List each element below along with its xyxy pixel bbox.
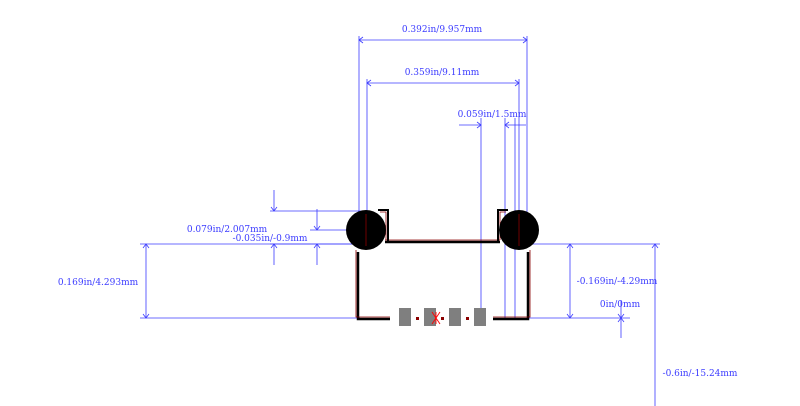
dimension-arrowheads bbox=[142, 36, 659, 323]
pad-offset-label: 0.059in/1.5mm bbox=[458, 110, 527, 120]
bracket-right-outline bbox=[497, 209, 508, 242]
pad-gap-mark bbox=[466, 317, 469, 320]
arrowhead bbox=[142, 243, 150, 249]
hole-silk-marks bbox=[365, 214, 520, 246]
origin-marker bbox=[431, 311, 441, 325]
arrowhead bbox=[514, 79, 520, 87]
hole-offset-label: -0.035in/-0.9mm bbox=[233, 234, 308, 244]
dimension-labels: 0.392in/9.957mm 0.359in/9.11mm 0.059in/1… bbox=[58, 25, 738, 379]
arrowhead bbox=[566, 243, 574, 249]
body-outline-left bbox=[356, 252, 390, 321]
silkscreen-left bbox=[355, 250, 390, 318]
arrowhead bbox=[651, 243, 659, 249]
arrowhead bbox=[358, 36, 364, 44]
arrowhead bbox=[617, 317, 625, 323]
arrowhead bbox=[366, 79, 372, 87]
body-outline-right bbox=[493, 252, 530, 321]
arrowhead bbox=[313, 243, 321, 249]
smd-pad-3 bbox=[449, 308, 461, 326]
smd-pad-1 bbox=[399, 308, 411, 326]
overall-width-label: 0.392in/9.957mm bbox=[402, 25, 483, 35]
arrowhead bbox=[270, 206, 278, 212]
smd-pads bbox=[399, 308, 486, 326]
body-height-neg-label: -0.169in/-4.29mm bbox=[577, 277, 658, 287]
hole-spacing-label: 0.359in/9.11mm bbox=[405, 68, 480, 78]
arrowhead bbox=[566, 313, 574, 319]
smd-pad-4 bbox=[474, 308, 486, 326]
arrowhead bbox=[476, 121, 482, 129]
smd-pad-2 bbox=[424, 308, 436, 326]
hole-height-label: 0.079in/2.007mm bbox=[187, 225, 268, 235]
pad-gap-marks bbox=[416, 317, 469, 320]
arrowhead bbox=[270, 243, 278, 249]
total-height-label: -0.6in/-15.24mm bbox=[663, 369, 738, 379]
bracket-left-silk bbox=[380, 211, 387, 240]
pad-gap-mark bbox=[441, 317, 444, 320]
dimension-lines bbox=[140, 36, 660, 406]
pad-gap-mark bbox=[416, 317, 419, 320]
silkscreen-right bbox=[493, 250, 531, 318]
body-height-label: 0.169in/4.293mm bbox=[58, 278, 139, 288]
bracket-left-outline bbox=[378, 209, 389, 242]
arrowhead bbox=[504, 121, 510, 129]
origin-label: 0in/0mm bbox=[600, 300, 641, 310]
arrowhead bbox=[313, 225, 321, 231]
arrowhead bbox=[522, 36, 528, 44]
component-outline bbox=[355, 209, 531, 321]
arrowhead bbox=[142, 313, 150, 319]
